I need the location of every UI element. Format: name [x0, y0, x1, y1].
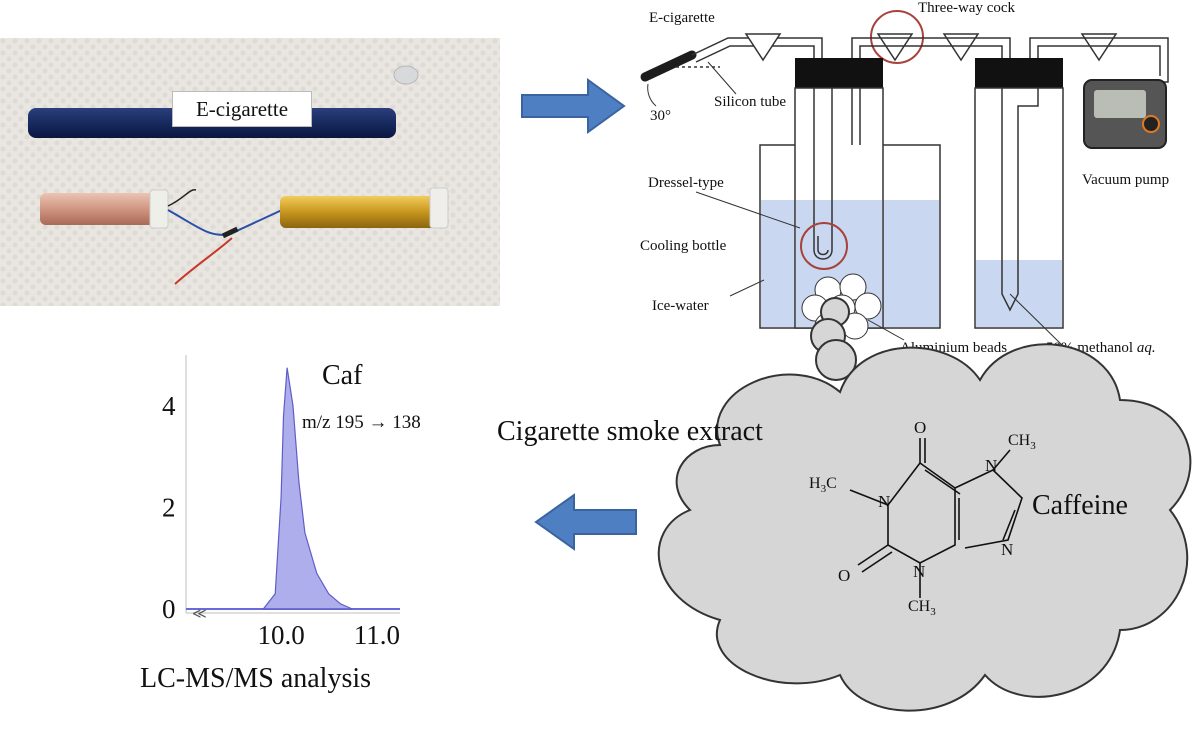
arrow-left — [534, 493, 637, 551]
label-cigarette-smoke-extract: Cigarette smoke extract — [497, 416, 763, 447]
dressel-leader — [695, 191, 801, 229]
e-cigarette-device — [640, 50, 697, 82]
pump-tube-outer — [1029, 37, 1169, 90]
silicon-tube-leader — [707, 61, 737, 95]
cock-highlight-circle — [870, 10, 924, 64]
chromatogram-analyte: Caf — [322, 360, 363, 391]
atom-n3: N — [913, 562, 926, 581]
y-tick-label: 0 — [162, 594, 176, 624]
methanol-inner-tube — [1001, 88, 1039, 312]
battery-cap — [429, 187, 449, 229]
label-ice-water: Ice-water — [652, 298, 709, 314]
wire-red — [174, 237, 233, 285]
arrow-right — [521, 78, 626, 134]
pump-display — [1094, 90, 1146, 118]
caf-peak — [262, 367, 353, 610]
axis-break-mark: ≪ — [192, 607, 207, 622]
atom-n1: N — [878, 492, 891, 511]
angle-arc — [647, 83, 657, 107]
atom-oxygen-left: O — [838, 566, 851, 585]
y-ticks: 0 2 4 — [162, 391, 176, 624]
label-caffeine: Caffeine — [1032, 490, 1128, 521]
y-tick-label: 2 — [162, 492, 176, 522]
wire-black — [167, 189, 197, 207]
photo-drawing — [0, 38, 500, 306]
dressel-inner-tube — [813, 88, 833, 260]
atom-n9: N — [1001, 540, 1014, 559]
pump-button — [1142, 115, 1160, 133]
methanol-leader — [1009, 293, 1063, 346]
cock-2 — [876, 33, 914, 62]
x-ticks: 10.0 11.0 — [257, 620, 400, 650]
battery — [280, 196, 440, 228]
cock-3 — [942, 33, 980, 62]
cock-4 — [1080, 33, 1118, 62]
label-cooling-bottle: Cooling bottle — [640, 238, 727, 254]
wire-connector — [221, 226, 239, 239]
smoke-puffs — [810, 297, 857, 381]
dressel-highlight-circle — [800, 222, 848, 270]
smoke-cloud — [657, 343, 1192, 712]
ice-water-leader — [729, 279, 765, 297]
cap-piece — [393, 65, 419, 85]
chromatogram-transition: m/z 195 → 138 — [302, 412, 421, 433]
caffeine-structure — [849, 438, 1023, 598]
cartridge-cap — [149, 189, 169, 229]
atom-methyl-left: H3C — [809, 475, 837, 496]
label-e-cigarette: E-cigarette — [649, 10, 715, 26]
atom-methyl-top: CH3 — [1008, 432, 1036, 453]
bead — [854, 292, 882, 320]
e-cigarette-photo: E-cigarette — [0, 38, 500, 306]
label-angle: 30° — [650, 108, 671, 124]
x-tick-label: 10.0 — [257, 620, 304, 650]
cock-1 — [744, 33, 782, 62]
atom-methyl-bottom: CH3 — [908, 598, 936, 619]
cartridge — [40, 193, 158, 225]
stopper-2 — [975, 58, 1063, 88]
label-three-way-cock: Three-way cock — [918, 0, 1016, 16]
chromatogram-caption: LC-MS/MS analysis — [140, 663, 372, 694]
atom-oxygen-top: O — [914, 418, 927, 437]
label-vacuum-pump: Vacuum pump — [1082, 172, 1170, 188]
dressel-tip — [817, 236, 829, 256]
x-tick-label: 11.0 — [354, 620, 400, 650]
beads-leader — [867, 319, 905, 341]
label-dressel-type: Dressel-type — [648, 175, 724, 191]
atom-n7: N — [985, 456, 998, 475]
imidazole-ring — [954, 469, 1023, 549]
bead — [839, 273, 867, 301]
stopper-1 — [795, 58, 883, 88]
paper-towel-background — [0, 38, 500, 306]
label-silicon-tube: Silicon tube — [714, 94, 787, 110]
methanol-liquid — [976, 260, 1062, 327]
y-tick-label: 4 — [162, 391, 176, 421]
photo-label: E-cigarette — [172, 91, 312, 127]
